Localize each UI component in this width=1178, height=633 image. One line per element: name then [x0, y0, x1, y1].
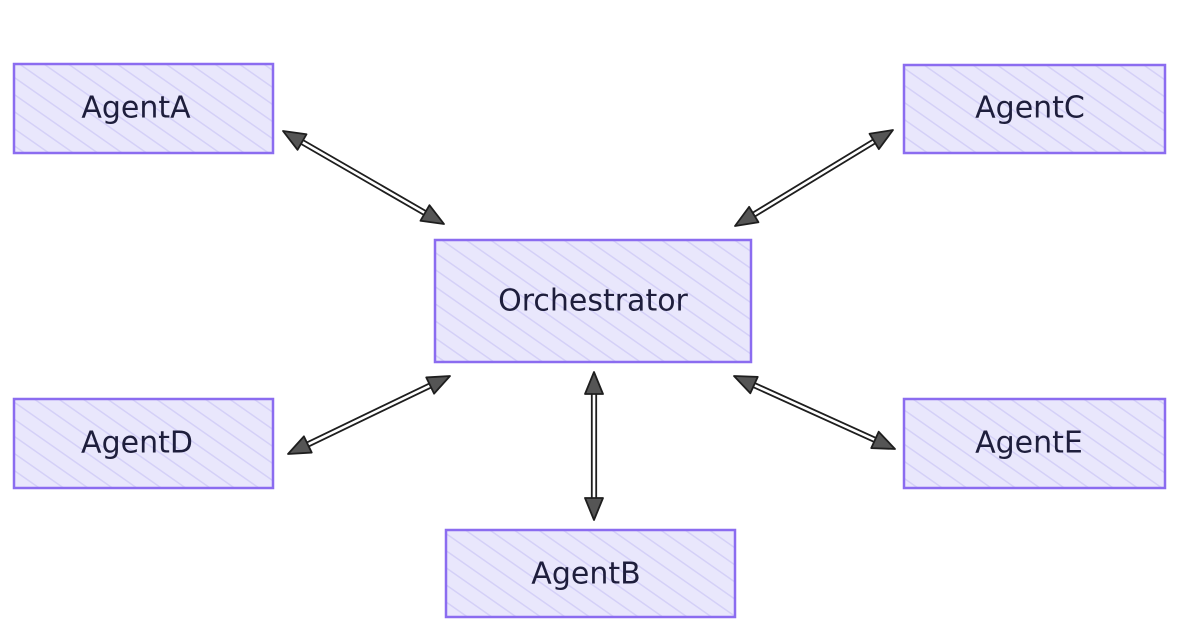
arrowhead-start [287, 435, 313, 455]
arrowhead-end [425, 375, 451, 395]
node-agent-b[interactable]: AgentB [444, 528, 737, 619]
edge-line [747, 138, 884, 222]
arrowhead-start [733, 375, 759, 395]
edge-line [744, 382, 883, 447]
arrowhead-start [584, 371, 604, 395]
node-agent-c[interactable]: AgentC [902, 63, 1167, 155]
node-agent-c-label: AgentC [975, 91, 1085, 126]
edge-line [293, 139, 432, 220]
edges-layer [282, 129, 896, 521]
arrowhead-end [584, 497, 604, 521]
edge-line [295, 135, 434, 216]
arrowhead-end [870, 430, 896, 450]
arrowhead-end [419, 204, 445, 225]
edge-line [744, 134, 881, 218]
node-agent-d-label: AgentD [81, 426, 193, 461]
edge-agentA-orchestrator [282, 130, 445, 225]
edge-line [300, 383, 440, 451]
edge-agentD-orchestrator [287, 375, 451, 455]
arrowhead-start [868, 129, 894, 151]
node-agent-b-box [444, 528, 737, 619]
node-agent-a-box [12, 62, 275, 155]
node-orchestrator[interactable]: Orchestrator [433, 238, 753, 364]
node-agent-a[interactable]: AgentA [12, 62, 275, 155]
node-agent-c-box [902, 63, 1167, 155]
node-agent-e[interactable]: AgentE [902, 397, 1167, 490]
node-orchestrator-label: Orchestrator [498, 284, 688, 319]
edge-line [746, 378, 885, 443]
edge-agentC-orchestrator [734, 129, 894, 227]
node-agent-b-label: AgentB [531, 557, 640, 592]
node-agent-a-label: AgentA [81, 91, 191, 126]
arrowhead-start [282, 130, 308, 151]
node-agent-e-label: AgentE [975, 426, 1083, 461]
edge-agentB-orchestrator [584, 371, 604, 521]
node-agent-d[interactable]: AgentD [12, 397, 275, 490]
edge-line [298, 379, 438, 447]
node-agent-d-box [12, 397, 275, 490]
node-orchestrator-box [433, 238, 753, 364]
node-agent-e-box [902, 397, 1167, 490]
arrowhead-end [734, 205, 760, 227]
edge-agentE-orchestrator [733, 375, 896, 450]
